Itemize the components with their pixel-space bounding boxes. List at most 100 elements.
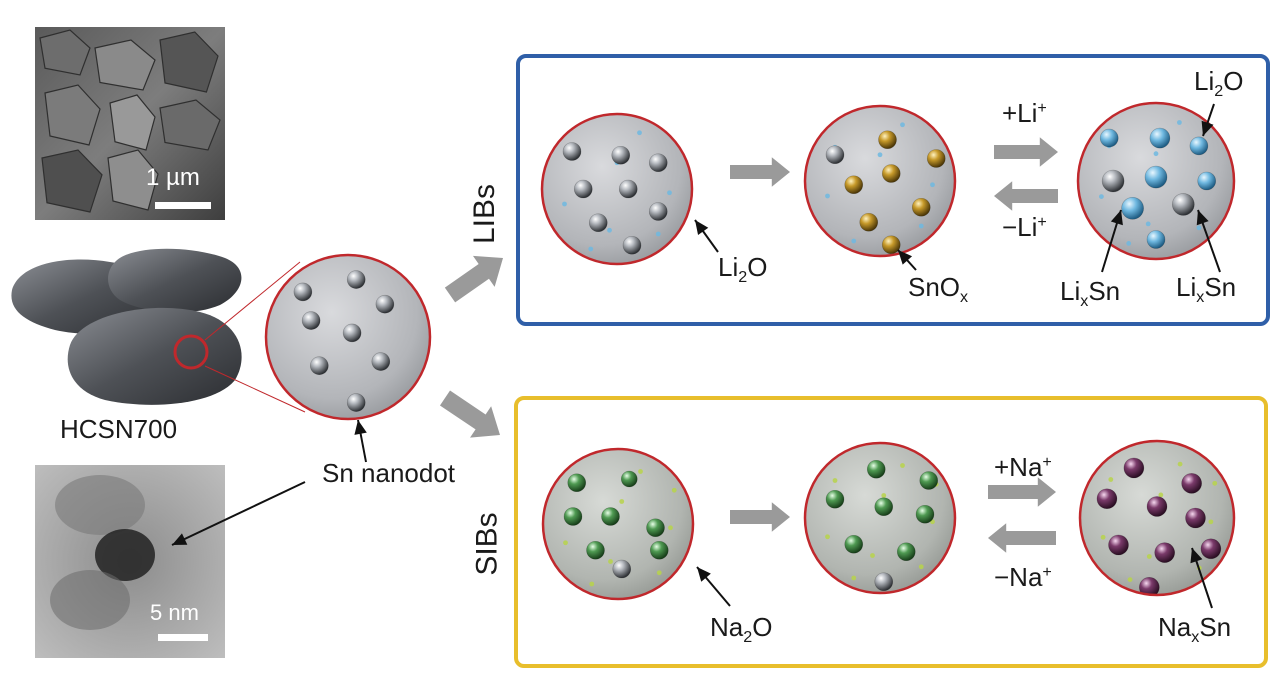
sib-circle-oxidized-particle: [874, 497, 894, 517]
li2o-first-pointer: [694, 219, 719, 253]
lixsn-right-post: Sn: [1204, 272, 1237, 302]
sib-circle-alloyed-particle: [1123, 457, 1145, 479]
carbon-flakes-illustration: [11, 248, 242, 405]
sib-circle-alloyed-particle: [1181, 473, 1202, 494]
lib-circle-alloyed-particle: [1172, 193, 1195, 216]
sib-circle-alloyed-particle: [1200, 538, 1222, 560]
na2o-pointer: [696, 566, 731, 607]
sib-circle-alloyed: [1078, 439, 1236, 597]
lixsn-left-pointer: [1101, 209, 1123, 273]
li2o-first-post: O: [747, 252, 768, 282]
sn-nanodot-circle-particle: [342, 323, 362, 343]
sib-circle-oxidized: [803, 441, 957, 595]
sib-discharge-arrow: [988, 523, 1056, 553]
sib-circle-sodiated-particle: [620, 470, 638, 488]
li2o-final-label: Li2O: [1194, 66, 1244, 100]
na2o-label: Na2O: [710, 612, 773, 646]
sem-micrograph: [35, 27, 225, 220]
sn-nanodot-pointer: [354, 419, 367, 463]
lixsn-right-label: LixSn: [1176, 272, 1237, 306]
lixsn-right-pointer: [1196, 209, 1221, 273]
naxsn-pre: Na: [1158, 612, 1192, 642]
lib-circle-oxidized: [803, 104, 957, 258]
snox-pre: SnO: [908, 272, 961, 302]
sn-nanodot-circle-particle: [309, 356, 329, 376]
sn-nanodot-circle-particle: [375, 294, 395, 314]
lixsn-right-sub: x: [1196, 287, 1205, 306]
lib-circle-lithiated-particle: [648, 202, 668, 221]
li2o-first-sub: 2: [738, 267, 748, 286]
li2o-final-post: O: [1223, 66, 1244, 96]
sib-circle-alloyed-particle: [1096, 488, 1118, 510]
li-charge-label: +Li+: [1002, 98, 1047, 129]
sib-circle-sodiated-particle: [601, 507, 620, 526]
zoom-line-bottom: [204, 365, 306, 413]
lixsn-right-pre: Li: [1176, 272, 1197, 302]
lib-circle-alloyed-particle: [1146, 230, 1166, 249]
lib-circle-alloyed-particle: [1099, 128, 1119, 148]
lixsn-left-pre: Li: [1060, 276, 1081, 306]
na-discharge-base: −Na: [994, 562, 1043, 592]
li-discharge-sup: +: [1037, 213, 1047, 232]
li2o-first-label: Li2O: [718, 252, 768, 286]
sib-circle-alloyed-particle: [1185, 507, 1206, 529]
sib-circle-sodiated-particle: [646, 518, 665, 538]
snox-label: SnOx: [908, 272, 969, 306]
li2o-final-pre: Li: [1194, 66, 1215, 96]
snox-sub: x: [960, 287, 969, 306]
zoom-highlight-circle: [173, 334, 209, 370]
lib-circle-lithiated-particle: [622, 235, 642, 255]
lib-circle-alloyed-particle: [1121, 197, 1144, 220]
li-discharge-base: −Li: [1002, 212, 1038, 242]
na-charge-sup: +: [1042, 453, 1052, 472]
na2o-post: O: [752, 612, 773, 642]
sib-circle-oxidized-particle: [825, 489, 845, 509]
li2o-first-pre: Li: [718, 252, 739, 282]
tem-scale-bar: [158, 634, 208, 641]
lixsn-left-sub: x: [1080, 291, 1089, 310]
sib-circle-oxidized-particle: [874, 572, 894, 592]
tem-scale-bar-label: 5 nm: [150, 600, 199, 625]
sib-charge-arrow: [988, 477, 1056, 507]
sn-nanodot-circle-particle: [346, 393, 366, 412]
naxsn-sub: x: [1191, 627, 1200, 646]
sib-circle-oxidized-particle: [866, 459, 886, 479]
lib-circle-oxidized-particle: [926, 149, 946, 168]
lixsn-left-post: Sn: [1088, 276, 1121, 306]
na-charge-base: +Na: [994, 452, 1043, 482]
naxsn-label: NaxSn: [1158, 612, 1232, 646]
sib-circle-alloyed-particle: [1154, 542, 1175, 563]
sn-nanodot-circle: [264, 253, 432, 421]
tem-nanodot-pointer: [171, 481, 306, 546]
lixsn-left-label: LixSn: [1060, 276, 1121, 310]
sample-label: HCSN700: [60, 414, 178, 444]
sem-scale-bar: [155, 202, 211, 209]
sib-circle-oxidized-particle: [844, 534, 864, 554]
tem-micrograph: [35, 465, 225, 658]
sibs-side-label: SIBs: [470, 512, 504, 576]
lib-circle-lithiated-particle: [611, 145, 631, 165]
lib-circle-oxidized-particle: [911, 197, 931, 217]
sn-nanodot-circle-particle: [346, 270, 366, 289]
sib-circle-alloyed-particle: [1139, 576, 1160, 595]
lib-circle-lithiated-particle: [618, 179, 638, 199]
naxsn-post: Sn: [1199, 612, 1232, 642]
lib-step-arrow: [730, 157, 790, 187]
sib-circle-sodiated-particle: [586, 540, 605, 560]
lib-circle-lithiated: [540, 112, 694, 266]
lib-circle-alloyed-particle: [1101, 169, 1125, 193]
sib-circle-oxidized-particle: [919, 471, 939, 490]
arrow-to-libs: [444, 255, 503, 303]
sib-circle-sodiated: [541, 447, 695, 601]
sibs-panel-frame: [514, 396, 1268, 668]
sn-nanodot-label: Sn nanodot: [322, 458, 456, 488]
sib-circle-oxidized-particle: [896, 542, 916, 562]
lib-circle-alloyed-particle: [1149, 127, 1171, 149]
li-charge-sup: +: [1037, 99, 1047, 118]
lib-discharge-arrow: [994, 181, 1058, 211]
lib-circle-oxidized-particle: [881, 164, 901, 183]
sib-step-arrow: [730, 502, 790, 532]
sn-nanodot-circle-particle: [301, 311, 321, 330]
